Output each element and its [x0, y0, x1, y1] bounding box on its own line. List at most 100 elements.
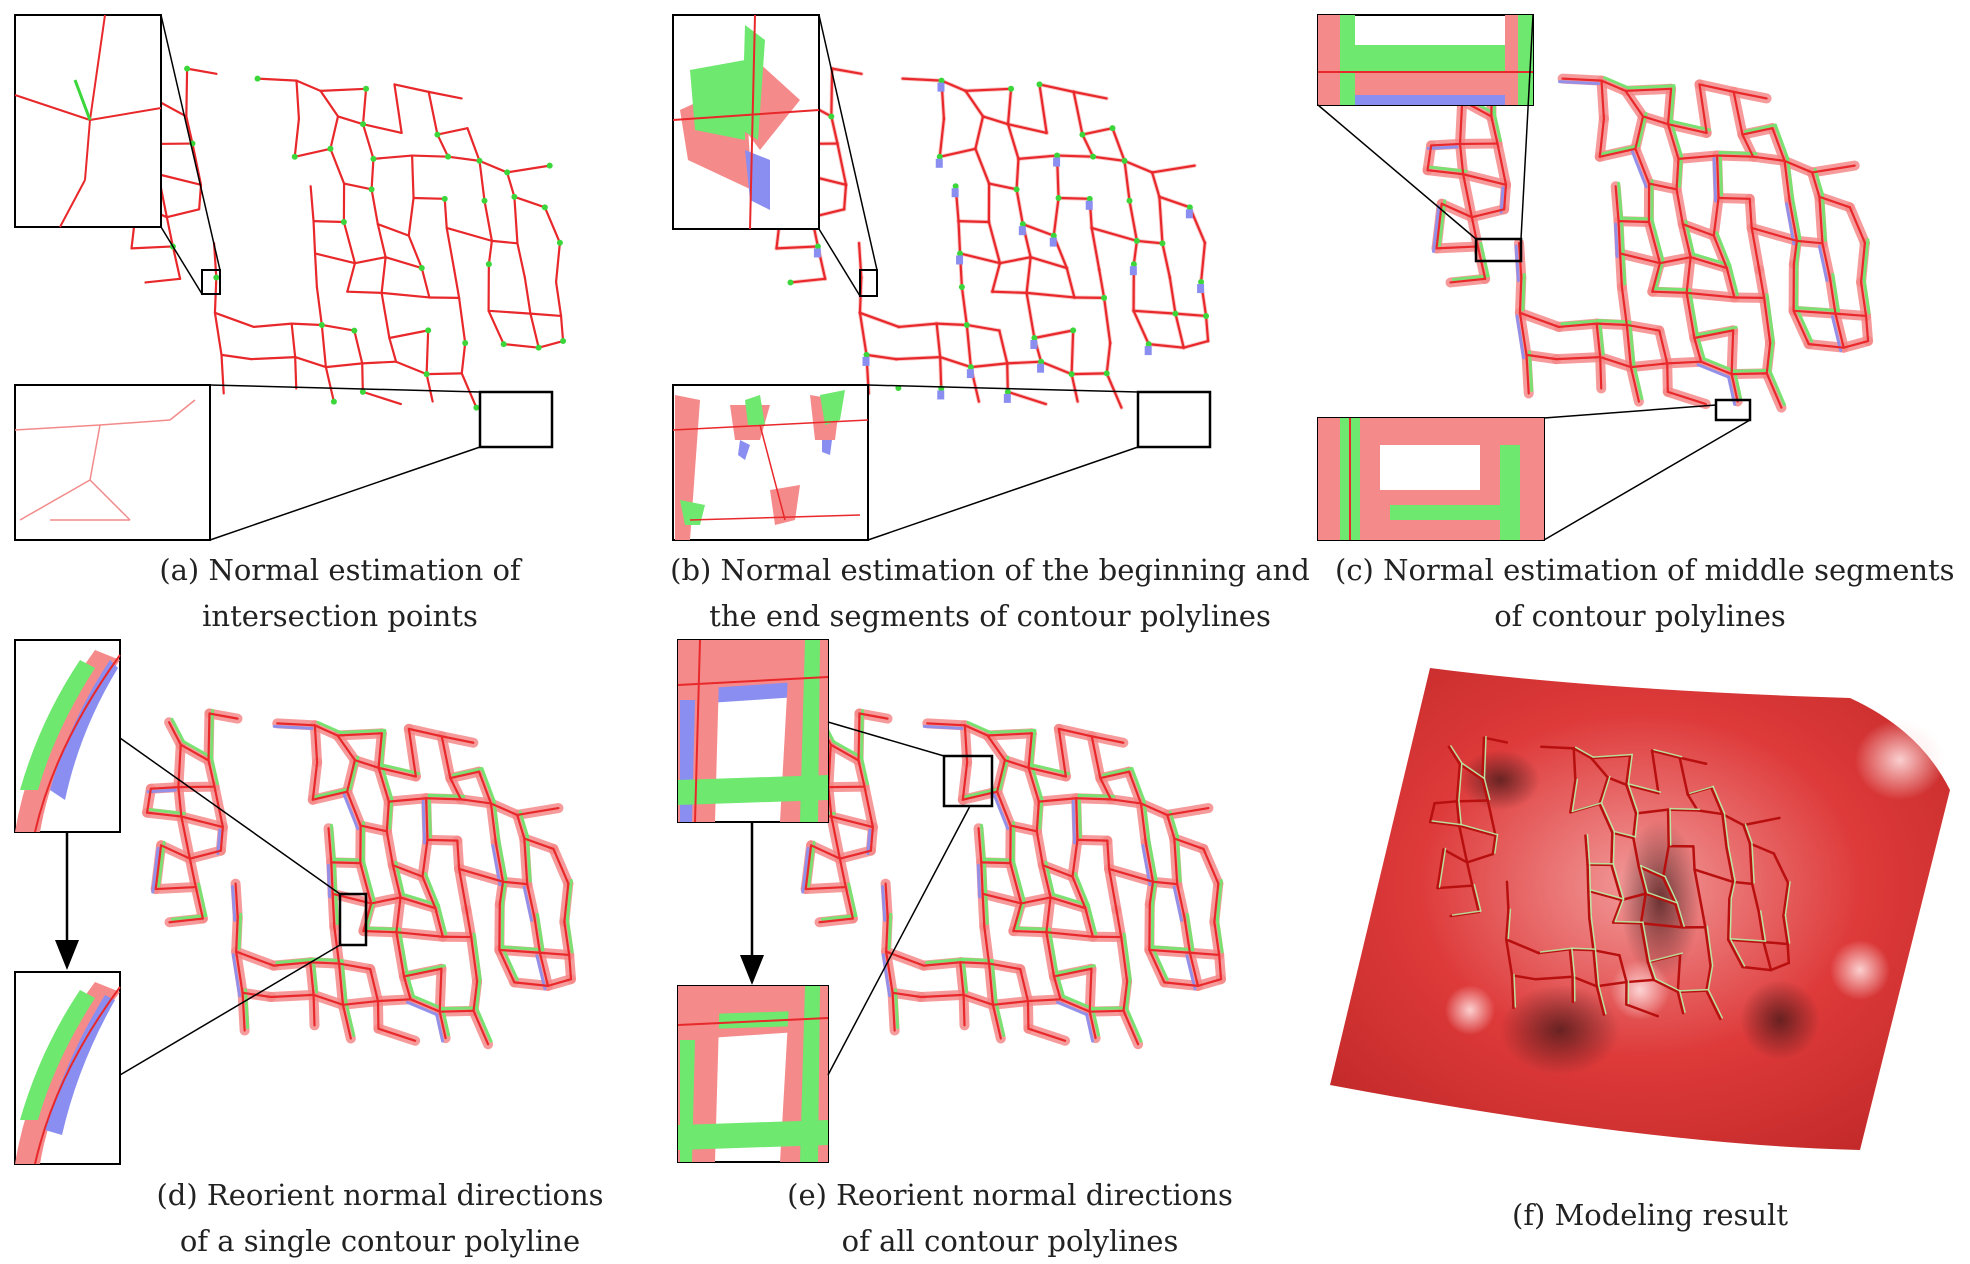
panel-d-network — [147, 710, 572, 1044]
contour-segment — [1041, 362, 1072, 374]
normal-marker — [1197, 284, 1204, 293]
contour-segment — [427, 373, 462, 374]
contour-segment — [1730, 898, 1731, 939]
panel-a-leader — [210, 447, 480, 540]
contour-segment — [539, 341, 563, 348]
normal-marker — [473, 405, 479, 411]
contour-segment — [295, 119, 299, 157]
contour-segment — [1735, 370, 1770, 371]
contour-segment — [983, 116, 1008, 124]
contour-segment — [426, 798, 461, 799]
normal-marker — [360, 121, 366, 127]
normal-marker — [442, 196, 448, 202]
normal-marker — [1036, 81, 1042, 87]
normal-marker — [504, 169, 510, 175]
contour-segment — [158, 174, 201, 185]
panel-a-inset-top — [15, 15, 161, 227]
contour-segment — [1057, 156, 1093, 157]
contour-segment — [837, 144, 846, 185]
contour-segment — [429, 795, 430, 837]
contour-segment — [1457, 800, 1488, 801]
contour-segment — [409, 236, 422, 268]
contour-segment — [530, 314, 561, 316]
contour-segment — [322, 325, 355, 331]
normal-marker — [363, 86, 369, 92]
contour-segment — [462, 373, 477, 407]
normal-marker — [1086, 201, 1093, 210]
normal-marker — [1159, 240, 1165, 246]
caption-b: (b) Normal estimation of the beginning a… — [660, 547, 1320, 639]
contour-segment — [1134, 241, 1137, 264]
contour-segment — [1597, 324, 1627, 325]
contour-segment — [1670, 809, 1699, 810]
panel-a-zoom-box-top — [202, 270, 220, 294]
contour-segment — [1667, 363, 1668, 391]
contour-segment — [258, 79, 297, 81]
contour-segment — [862, 710, 863, 757]
contour-segment — [1067, 268, 1075, 297]
contour-segment — [1184, 341, 1208, 348]
contour-segment — [1611, 833, 1612, 865]
contour-segment — [480, 161, 508, 173]
contour-segment — [1130, 201, 1137, 241]
contour-segment — [989, 222, 1000, 263]
contour-segment — [981, 862, 982, 893]
contour-segment — [363, 124, 402, 133]
contour-segment — [1039, 84, 1046, 133]
panel-c-leader — [1544, 405, 1716, 418]
normal-marker — [1053, 158, 1060, 167]
normal-marker — [1004, 394, 1011, 403]
contour-segment — [1125, 161, 1153, 173]
contour-segment — [975, 149, 989, 184]
contour-segment — [489, 311, 531, 314]
contour-segment — [1588, 865, 1589, 891]
contour-segment — [959, 221, 989, 222]
contour-segment — [236, 917, 238, 951]
contour-segment — [1512, 975, 1513, 1008]
contour-segment — [1072, 330, 1074, 374]
panel-b-zoom-box-bottom — [1138, 392, 1210, 447]
contour-segment — [1092, 228, 1099, 270]
caption-c-line1: (c) Normal estimation of middle segments — [1335, 547, 1945, 593]
contour-segment — [394, 84, 401, 133]
contour-segment — [338, 116, 363, 124]
contour-segment — [447, 228, 492, 241]
contour-segment — [1072, 373, 1107, 374]
normal-marker — [331, 399, 337, 405]
contour-segment — [296, 81, 298, 119]
normal-marker — [1101, 295, 1107, 301]
normal-marker — [486, 261, 492, 267]
contour-segment — [1040, 799, 1042, 829]
normal-marker — [787, 279, 793, 285]
contour-segment — [344, 222, 355, 263]
contour-segment — [215, 313, 222, 355]
contour-segment — [1017, 189, 1023, 224]
normal-marker — [319, 322, 325, 328]
contour-segment — [382, 257, 386, 293]
panel-b-leader — [868, 385, 1138, 392]
contour-segment — [328, 865, 329, 896]
panel-c — [1318, 15, 1869, 540]
contour-segment — [1092, 228, 1137, 241]
contour-segment — [959, 221, 961, 253]
contour-segment — [1162, 243, 1169, 277]
normal-marker — [482, 198, 488, 204]
contour-segment — [999, 331, 1007, 364]
normal-marker — [327, 146, 333, 152]
contour-segment — [459, 298, 465, 343]
contour-segment — [334, 859, 363, 860]
contour-segment — [1668, 810, 1669, 846]
normal-marker — [445, 154, 451, 160]
normal-marker — [425, 327, 431, 333]
contour-segment — [239, 914, 241, 948]
panel-e — [678, 640, 1222, 1162]
contour-segment — [489, 311, 504, 344]
normal-marker — [213, 275, 219, 281]
contour-segment — [1059, 198, 1090, 199]
contour-segment — [215, 278, 216, 313]
contour-segment — [412, 156, 413, 198]
contour-segment — [362, 363, 363, 391]
contour-segment — [941, 81, 965, 91]
contour-segment — [378, 224, 409, 235]
contour-segment — [1077, 840, 1107, 841]
